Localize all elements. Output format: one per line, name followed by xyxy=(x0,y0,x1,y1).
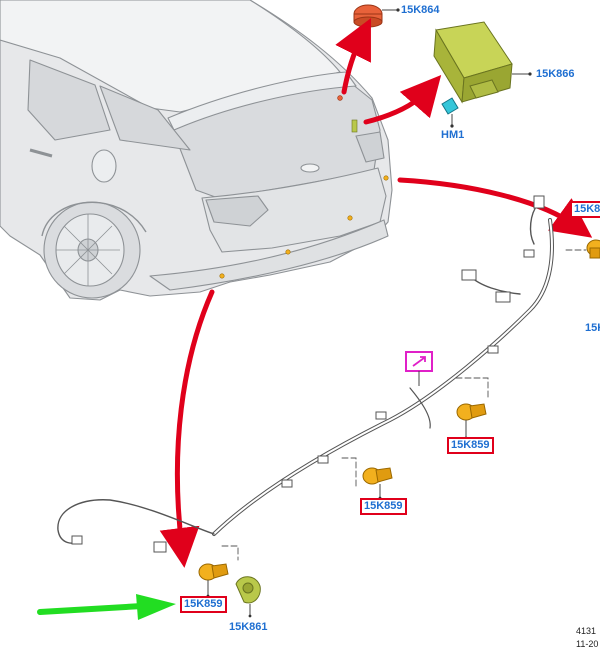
parking-aid-module xyxy=(433,21,532,104)
sensor-bracket xyxy=(235,576,261,618)
sensor-right xyxy=(586,239,600,259)
bumper-sensor-dots xyxy=(219,95,389,279)
buzzer-component xyxy=(353,4,400,28)
label-sensor-left: 15K859 xyxy=(180,596,227,613)
label-sensor-mid: 15K859 xyxy=(360,498,407,515)
sensor-mid-upper xyxy=(456,403,487,440)
wiring-harness xyxy=(57,195,587,561)
vehicle-rear xyxy=(0,0,393,301)
hm1-connector xyxy=(441,97,459,128)
label-sensor-right-lower: 15K xyxy=(585,322,600,334)
label-buzzer-15k864: 15K864 xyxy=(401,4,440,16)
sensor-mid xyxy=(362,467,393,500)
label-sensor-right: 15K8 xyxy=(570,201,600,218)
label-sensor-mid-upper: 15K859 xyxy=(447,437,494,454)
green-pointer-arrow-icon xyxy=(37,594,176,620)
label-hm1: HM1 xyxy=(441,129,465,141)
red-pointer-arrows xyxy=(159,18,593,568)
connection-point-icon xyxy=(405,351,433,386)
label-module-15k866: 15K866 xyxy=(536,68,575,80)
label-sensor-bracket-15k861: 15K861 xyxy=(229,621,268,633)
diagram-reference-number: 4131 xyxy=(576,626,597,636)
sensor-left xyxy=(198,563,229,598)
diagram-reference-date: 11-20 xyxy=(576,639,599,649)
parking-sensors xyxy=(198,239,600,618)
